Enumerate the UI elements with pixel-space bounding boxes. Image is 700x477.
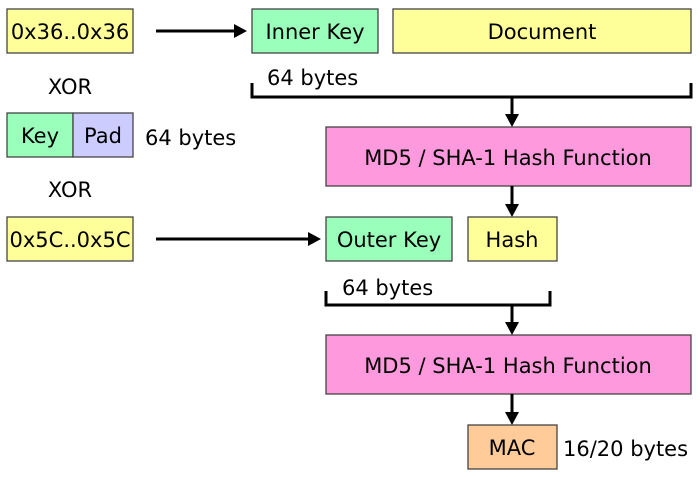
inner-brace-size-label: 64 bytes [267, 66, 358, 90]
inner-key-label: Inner Key [265, 20, 364, 44]
arrow-outer-brace-to-hash [505, 305, 519, 335]
xor-label-bottom: XOR [48, 178, 92, 202]
outer-brace [324, 291, 552, 307]
inner-key-rect [251, 8, 379, 54]
outer-hash-function-box: MD5 / SHA-1 Hash Function [325, 334, 692, 395]
inner-brace [250, 83, 693, 99]
outer-key-rect [325, 216, 453, 262]
mac-label: MAC [489, 436, 536, 460]
outer-key-label: Outer Key [337, 228, 441, 252]
inner-key-box: Inner Key [251, 8, 379, 54]
document-label: Document [488, 20, 597, 44]
arrow-outer-hash-to-mac [505, 394, 519, 425]
document-box: Document [392, 8, 692, 54]
arrow-inner-brace-head [505, 114, 519, 127]
inner-hash-function-box: MD5 / SHA-1 Hash Function [325, 126, 692, 187]
outer-key-box: Outer Key [325, 216, 453, 262]
opad-box: 0x5C..0x5C [6, 216, 134, 262]
arrow-opad-to-outer-key [156, 232, 321, 246]
pad-rect [72, 112, 134, 158]
key-label: Key [21, 124, 59, 148]
hash-label: Hash [486, 228, 539, 252]
document-rect [392, 8, 692, 54]
xor-label-top: XOR [48, 75, 92, 99]
hash-rect [467, 216, 558, 262]
arrow-inner-hash-to-hash [505, 186, 519, 217]
arrow-outer-brace-head [505, 322, 519, 335]
inner-hash-function-label: MD5 / SHA-1 Hash Function [364, 146, 652, 170]
hash-box: Hash [467, 216, 558, 262]
key-pad-box: Key Pad [6, 112, 134, 158]
opad-label: 0x5C..0x5C [10, 228, 131, 252]
ipad-label: 0x36..0x36 [11, 20, 129, 44]
arrow-outer-hash-head [505, 412, 519, 425]
key-pad-size-label: 64 bytes [145, 126, 236, 150]
outer-hash-function-rect [325, 334, 692, 395]
outer-brace-size-label: 64 bytes [342, 276, 433, 300]
inner-hash-function-rect [325, 126, 692, 187]
arrow-opad-head [308, 232, 321, 246]
arrow-inner-brace-to-hash [505, 97, 519, 127]
ipad-box: 0x36..0x36 [6, 8, 134, 54]
mac-rect [467, 424, 558, 470]
arrow-inner-hash-head [505, 204, 519, 217]
mac-size-label: 16/20 bytes [563, 437, 688, 461]
arrow-ipad-to-inner-key [156, 24, 247, 38]
ipad-rect [6, 8, 134, 54]
mac-box: MAC [467, 424, 558, 470]
outer-hash-function-label: MD5 / SHA-1 Hash Function [364, 354, 652, 378]
opad-rect [6, 216, 134, 262]
pad-label: Pad [84, 124, 122, 148]
arrow-ipad-head [234, 24, 247, 38]
key-rect [6, 112, 74, 158]
